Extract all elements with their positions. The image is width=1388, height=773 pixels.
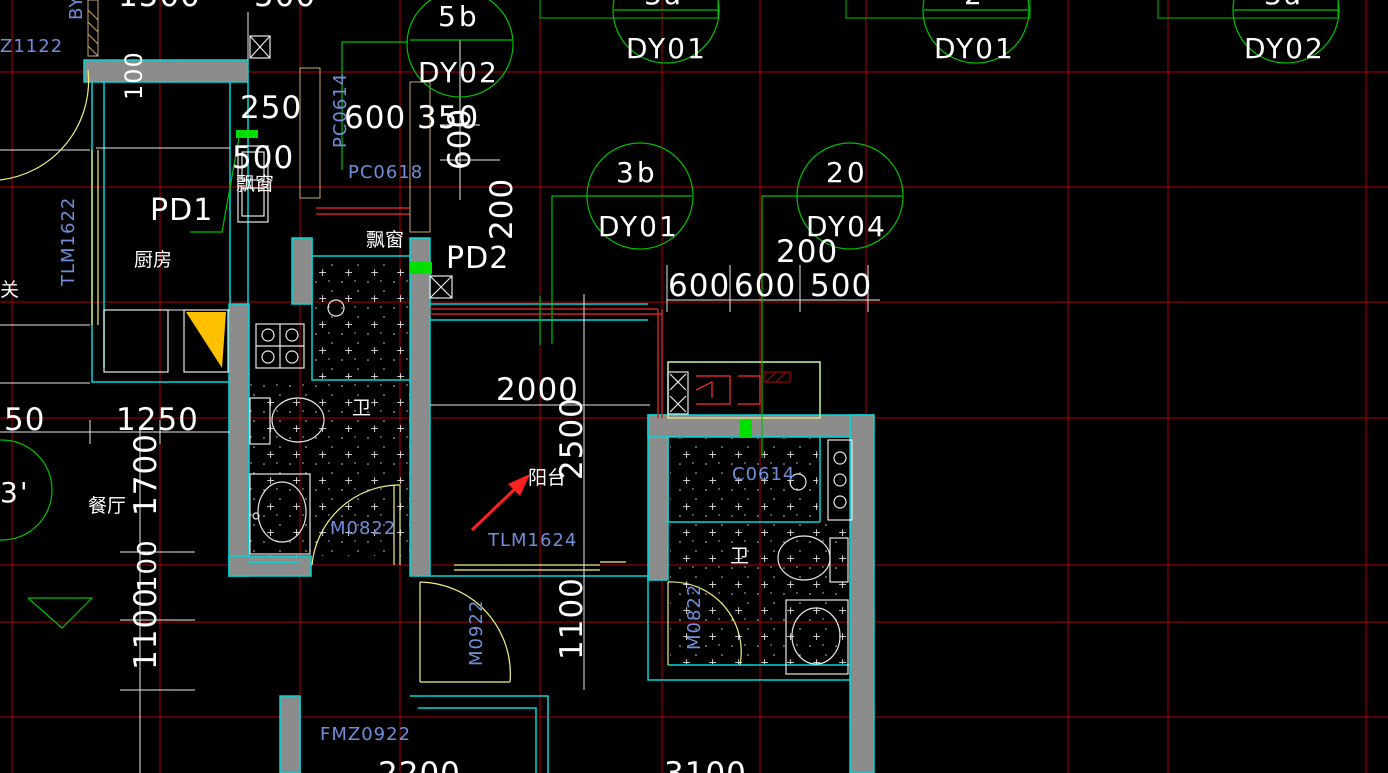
dim-600-b: 600 [734,268,796,304]
tag-num-3a-second: 3a [1264,0,1303,11]
room-bath-1: 卫 [352,397,371,419]
tag-num-5b: 5b [438,0,480,33]
code-c0614: C0614 [732,464,795,485]
dim-2200: 2200 [378,756,461,773]
code-m0822-right: M0822 [684,584,705,650]
dim-500-b: 500 [810,268,872,304]
dim-50: 50 [4,402,45,438]
tag-num-20: 20 [826,156,868,189]
dim-200: 200 [776,234,838,270]
wall-edges [316,207,663,418]
code-tlm1624: TLM1624 [487,530,577,551]
dim-3100: 3100 [664,756,747,773]
dim-600-350: 600 350 [344,100,479,136]
room-balcony: 阳台 [528,467,566,489]
tag-code-dy01-second: DY01 [934,32,1015,65]
tag-num-3a-first: 3a [644,0,683,11]
code-pc0614: PC0614 [330,73,351,148]
dim-1700: 1700 [128,433,164,516]
dim-100-top: 100 [120,51,148,100]
callout-circles [0,0,1340,541]
fixture-wedge [186,312,226,368]
room-edge-label: 关 [0,279,19,301]
dim-1100-b: 1100 [554,577,590,660]
room-kitchen: 厨房 [134,249,172,271]
room-dining: 餐厅 [88,495,126,517]
code-z1122: Z1122 [0,36,63,57]
dim-500-kitchen: 500 [232,140,294,176]
code-m0822-left: M0822 [330,518,396,539]
dim-250: 250 [240,90,302,126]
code-tlm1622: TLM1622 [58,197,79,287]
dim-100-b: 100 [133,539,163,592]
tag-code-dy02-right: DY02 [1244,32,1325,65]
dim-1100-a: 1100 [128,587,164,670]
tag-code-dy01-first: DY01 [626,32,707,65]
dim-1500: 1500 [118,0,201,14]
elevation-triangle [27,597,94,629]
dim-500-top: 500 [254,0,316,14]
label-pd2: PD2 [446,241,509,276]
room-bay-window-2: 飘窗 [366,229,404,251]
code-by: BY [66,0,87,20]
top-leaders [539,0,1339,19]
dim-600-vertical: 600 [442,108,478,170]
tag-num-3-prime: 3' [0,476,30,509]
code-m0922: M0922 [466,600,487,666]
dim-2500: 2500 [554,397,590,480]
fixtures [103,35,853,675]
red-symbol [695,375,761,405]
hatch-bars [87,0,791,383]
green-markers [236,130,752,438]
code-fmz0922: FMZ0922 [320,724,411,745]
tag-code-dy01-third: DY01 [598,210,679,243]
tag-num-2: 2 [964,0,984,11]
tag-code-dy02-left: DY02 [418,56,499,89]
dim-200-vertical: 200 [484,178,520,240]
tag-num-3b: 3b [616,156,658,189]
room-bath-2: 卫 [730,545,749,567]
dim-600-a: 600 [668,268,730,304]
dim-1250: 1250 [116,402,199,438]
room-bay-window-1: 飘窗 [236,173,274,195]
code-pc0618: PC0618 [348,162,423,183]
leader-lines [190,41,798,458]
tag-code-dy04: DY04 [806,210,887,243]
floor-tiles [250,257,848,664]
red-arrow-annotation [470,474,530,532]
dimension-lines [0,12,880,773]
dim-2000: 2000 [496,372,579,408]
label-pd1: PD1 [150,193,213,228]
